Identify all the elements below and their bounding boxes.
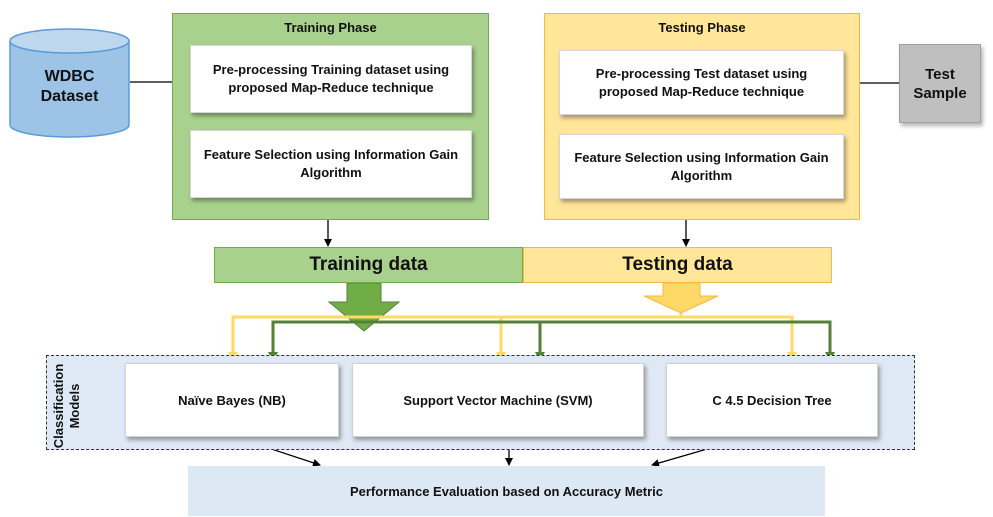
classification-models-label: Classification Models	[51, 356, 87, 456]
training-data-block-arrow	[327, 282, 401, 332]
classification-label-line2: Models	[67, 383, 82, 429]
testing-data-block-arrow	[643, 282, 719, 314]
testing-feature-selection-box: Feature Selection using Information Gain…	[559, 134, 844, 199]
dataset-label-line2: Dataset	[40, 88, 99, 105]
testing-preprocess-box: Pre-processing Test dataset using propos…	[559, 50, 844, 115]
decision-tree-model-box: C 4.5 Decision Tree	[666, 363, 878, 437]
classification-models-container: Classification Models Naïve Bayes (NB) S…	[46, 355, 915, 450]
naive-bayes-model-box: Naïve Bayes (NB)	[125, 363, 339, 437]
training-data-band: Training data	[214, 247, 523, 283]
training-phase-title: Training Phase	[284, 20, 377, 35]
training-distribution-lines	[268, 320, 835, 362]
dataset-label-line1: WDBC	[44, 68, 95, 85]
testing-distribution-lines	[228, 313, 797, 362]
test-sample-line1: Test	[925, 65, 955, 83]
classification-label-line1: Classification	[51, 363, 66, 449]
wdbc-dataset-cylinder: WDBC Dataset	[8, 27, 131, 139]
testing-data-band: Testing data	[523, 247, 832, 283]
testing-phase-panel: Testing Phase Pre-processing Test datase…	[544, 13, 860, 220]
testing-phase-title: Testing Phase	[658, 20, 746, 35]
test-sample-box: Test Sample	[899, 44, 981, 123]
training-preprocess-box: Pre-processing Training dataset using pr…	[190, 45, 472, 113]
database-icon	[9, 28, 130, 138]
training-feature-selection-box: Feature Selection using Information Gain…	[190, 130, 472, 198]
test-sample-line2: Sample	[913, 84, 967, 102]
performance-evaluation-box: Performance Evaluation based on Accuracy…	[188, 466, 825, 516]
svm-model-box: Support Vector Machine (SVM)	[352, 363, 644, 437]
training-phase-panel: Training Phase Pre-processing Training d…	[172, 13, 489, 220]
